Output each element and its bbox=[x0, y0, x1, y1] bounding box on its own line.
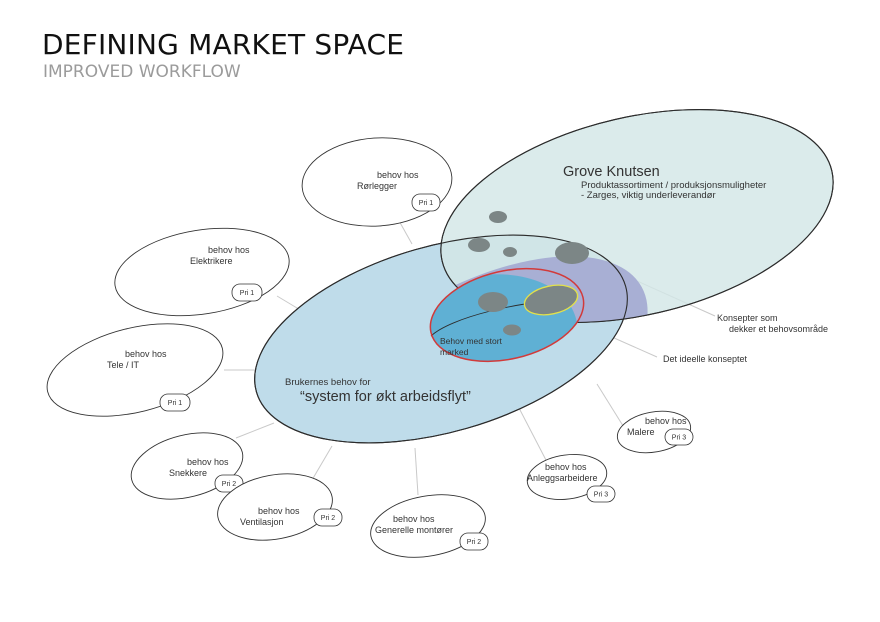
grove-line1: Produktassortiment / produksjonsmulighet… bbox=[581, 180, 766, 191]
need-label-elektrikere: behov hos bbox=[208, 245, 250, 255]
connector-anlegg bbox=[518, 407, 548, 463]
concept-blob-3 bbox=[503, 247, 517, 257]
grove-title: Grove Knutsen bbox=[563, 164, 660, 180]
ideal-concept-label: Det ideelle konseptet bbox=[663, 354, 748, 364]
priority-tag-generelle bbox=[459, 532, 489, 551]
large-market-line2: marked bbox=[440, 347, 469, 357]
users-line2: “system for økt arbeidsflyt” bbox=[300, 389, 471, 405]
grove-line2: - Zarges, viktig underleverandør bbox=[581, 190, 716, 201]
page-title: DEFINING MARKET SPACE bbox=[42, 28, 405, 61]
concepts-label-line2: dekker et behovsområde bbox=[729, 324, 828, 334]
connector-snekkere bbox=[235, 422, 275, 439]
priority-text-anlegg: Pri 3 bbox=[594, 492, 609, 499]
priority-text-ventilasjon: Pri 2 bbox=[321, 515, 336, 522]
priority-tag-ventilasjon bbox=[313, 508, 343, 527]
need-label-malere: behov hos bbox=[645, 416, 687, 426]
priority-tag-anlegg bbox=[586, 485, 616, 503]
concept-blob-2 bbox=[468, 238, 490, 252]
grove-outline bbox=[440, 109, 834, 323]
need-label-ventilasjon: behov hos bbox=[258, 506, 300, 516]
need-trade-snekkere: Snekkere bbox=[169, 468, 207, 478]
priority-text-snekkere: Pri 2 bbox=[222, 481, 237, 488]
need-ellipse-generelle bbox=[370, 494, 486, 558]
concept-blobs bbox=[468, 211, 589, 336]
ideal-concept-blob bbox=[523, 284, 579, 316]
priority-text-malere: Pri 3 bbox=[672, 435, 687, 442]
users-line1: Brukernes behov for bbox=[285, 377, 371, 388]
concept-blob-5 bbox=[478, 292, 508, 312]
priority-text-tele: Pri 1 bbox=[168, 400, 183, 407]
connector-malere bbox=[596, 383, 626, 430]
need-trade-malere: Malere bbox=[627, 427, 655, 437]
large-market-area bbox=[421, 274, 578, 376]
need-trade-generelle: Generelle montører bbox=[375, 525, 453, 535]
need-trade-rorlegger: Rørlegger bbox=[357, 181, 397, 191]
need-label-generelle: behov hos bbox=[393, 514, 435, 524]
need-label-anlegg: behov hos bbox=[545, 462, 587, 472]
priority-tag-tele bbox=[159, 393, 191, 412]
need-ellipse-ventilasjon bbox=[217, 473, 333, 541]
need-label-snekkere: behov hos bbox=[187, 457, 229, 467]
priority-text-elektrikere: Pri 1 bbox=[240, 290, 255, 297]
large-market-line1: Behov med stort bbox=[440, 336, 503, 346]
need-ellipse-anlegg bbox=[526, 454, 608, 500]
concept-blob-4 bbox=[555, 242, 589, 264]
priority-tag-rorlegger bbox=[411, 193, 441, 212]
need-label-tele: behov hos bbox=[125, 349, 167, 359]
priority-tag-malere bbox=[664, 428, 694, 446]
priority-text-generelle: Pri 2 bbox=[467, 539, 482, 546]
concept-blob-1 bbox=[489, 211, 507, 223]
priority-text-rorlegger: Pri 1 bbox=[419, 200, 434, 207]
user-needs-outline bbox=[254, 234, 628, 444]
connector-generelle bbox=[414, 447, 419, 496]
priority-tag-elektrikere bbox=[231, 283, 263, 302]
need-trade-tele: Tele / IT bbox=[107, 360, 140, 370]
need-trade-anlegg: Anleggsarbeidere bbox=[527, 473, 598, 483]
need-trade-elektrikere: Elektrikere bbox=[190, 256, 233, 266]
concepts-label-line1: Konsepter som bbox=[717, 313, 778, 323]
connector-ventilasjon bbox=[311, 445, 333, 481]
need-ellipse-tele bbox=[46, 323, 224, 417]
need-label-rorlegger: behov hos bbox=[377, 170, 419, 180]
ideal-market-outline bbox=[429, 267, 585, 363]
need-trade-ventilasjon: Ventilasjon bbox=[240, 517, 284, 527]
concept-blob-6 bbox=[503, 324, 521, 336]
need-ellipse-elektrikere bbox=[114, 227, 290, 317]
large-market-clip bbox=[421, 274, 578, 376]
page-subtitle: IMPROVED WORKFLOW bbox=[43, 62, 241, 82]
